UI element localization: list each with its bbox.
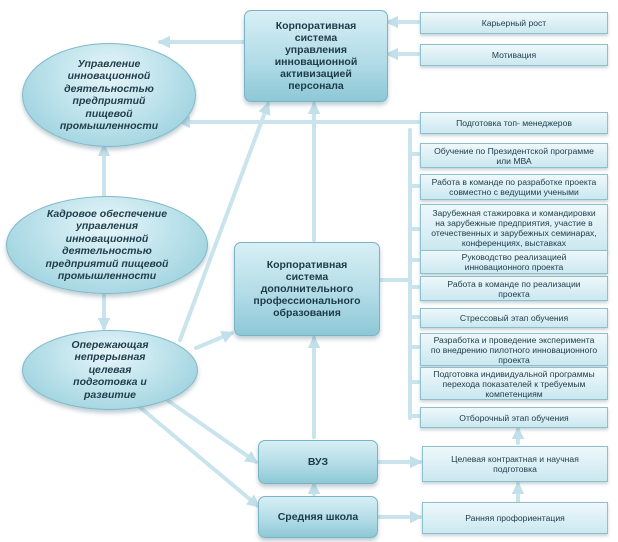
box-team-development: Работа в команде по разработке проекта с… [420, 174, 608, 200]
box-university: ВУЗ [258, 440, 378, 484]
box-target-training: Целевая контрактная и научная подготовка [422, 446, 608, 482]
box-selection-stage: Отборочный этап обучения [420, 407, 608, 428]
ellipse-staffing: Кадровое обеспечение управления инноваци… [6, 196, 208, 294]
box-stress-stage: Стрессовый этап обучения [420, 308, 608, 328]
ellipse-innovation-management: Управление инновационной деятельностью п… [22, 43, 196, 147]
ellipse-advanced-training: Опережающая непрерывная целевая подготов… [22, 330, 198, 410]
box-foreign-internship: Зарубежная стажировка и командировки на … [420, 204, 608, 252]
box-presidential-program: Обучение по Президентской программе или … [420, 143, 608, 168]
box-team-realization: Работа в команде по реализации проекта [420, 276, 608, 301]
box-early-orientation: Ранняя профориентация [422, 502, 608, 534]
box-corporate-management-system: Корпоративная система управления инновац… [244, 10, 388, 102]
box-project-leadership: Руководство реализацией инновационного п… [420, 250, 608, 274]
box-top-managers: Подготовка топ- менеджеров [420, 112, 608, 134]
box-corporate-education-system: Корпоративная система дополнительного пр… [234, 242, 380, 336]
box-secondary-school: Средняя школа [258, 496, 378, 538]
box-individual-program: Подготовка индивидуальной программы пере… [420, 367, 608, 400]
box-career-growth: Карьерный рост [420, 12, 608, 34]
box-motivation: Мотивация [420, 44, 608, 66]
box-pilot-experiment: Разработка и проведение эксперимента по … [420, 333, 608, 366]
